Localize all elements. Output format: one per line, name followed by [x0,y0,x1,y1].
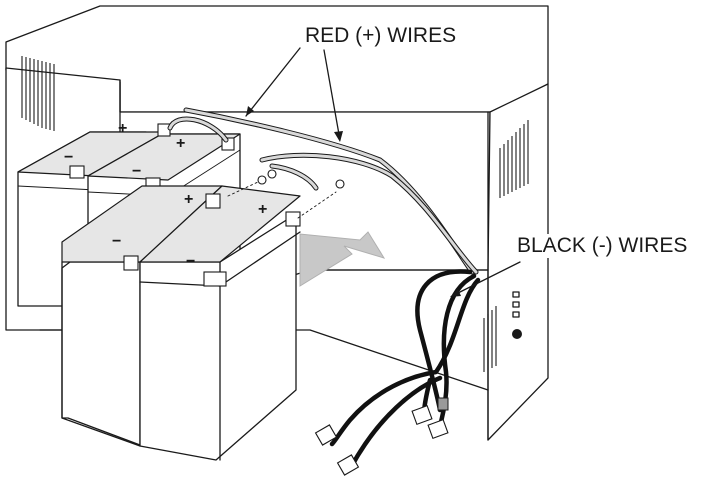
rear-plus-symbol-1: + [118,120,127,137]
rear-minus-symbol-1: − [64,149,73,166]
front-battery-pair: + + − − [61,185,301,461]
left-vent-grille [21,56,55,131]
right-lower-vent-grille [483,306,497,372]
red-wire-lug-2 [267,169,277,179]
indicator-light-1 [512,291,520,298]
right-upper-vent-grille [499,120,529,198]
front-terminal-pos-2 [285,211,301,227]
insert-direction-arrow [299,231,386,287]
black-wire-sleeve [437,397,449,411]
red-wires [167,107,479,275]
front-terminal-neg-1 [123,255,139,271]
black-wires [314,269,481,476]
front-minus-symbol-2: − [186,253,195,270]
connection-guides [227,169,345,219]
black-wires-label: BLACK (-) WIRES [515,234,690,258]
rear-minus-symbol-2: − [132,163,141,180]
front-indicators [512,291,522,339]
front-terminal-pos-1 [205,193,221,209]
black-leader-line [451,261,521,297]
front-right-battery-top [139,185,301,263]
red-leader-line-2 [323,49,341,141]
rear-terminal-neg-1 [69,165,85,179]
front-plus-symbol-1: + [184,191,193,208]
connector-port [512,329,522,339]
rear-terminal-pos-1 [157,123,171,137]
cabinet-right-side [487,83,549,441]
indicator-light-3 [512,311,520,318]
callout-leaders [245,47,521,297]
front-left-battery [61,261,141,446]
rear-right-battery-top [87,133,241,181]
black-wire-lug-4 [427,418,449,440]
front-plus-symbol-2: + [258,201,267,218]
front-handle-recess [203,271,227,287]
black-wire-lug-2 [336,454,360,476]
indicator-light-2 [512,301,520,308]
rear-plus-symbol-2: + [176,135,185,152]
red-wire-lug-3 [335,179,345,189]
red-wire-lug-1 [257,175,267,185]
black-wire-lug-3 [411,404,433,426]
front-minus-symbol-1: − [112,233,121,250]
red-leader-line-1 [245,47,301,117]
black-wire-lug-1 [314,424,338,446]
red-wires-label: RED (+) WIRES [303,24,459,48]
